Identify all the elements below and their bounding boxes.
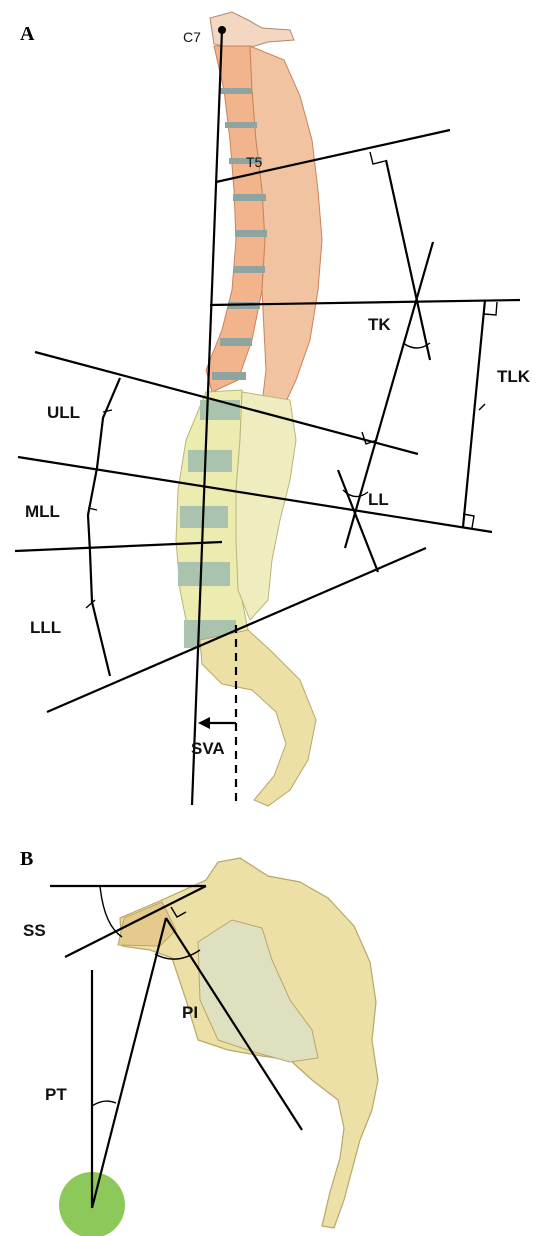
hip-axis-line	[92, 918, 166, 1208]
pt-angle-arc	[92, 1101, 116, 1106]
label-tk: TK	[368, 315, 391, 334]
ull-tick	[103, 410, 112, 412]
label-ll: LL	[368, 490, 389, 509]
tlk-right-angle-top	[484, 302, 497, 315]
lumbar-processes	[236, 392, 296, 620]
label-c7: C7	[183, 29, 201, 45]
tk-perpendicular-lower	[345, 242, 433, 548]
tlk-bracket-line	[463, 300, 485, 527]
c7-point	[218, 26, 226, 34]
label-ss: SS	[23, 921, 46, 940]
pelvis-illustration	[118, 858, 378, 1228]
label-pi: PI	[182, 1003, 198, 1022]
ll-perpendicular	[338, 470, 378, 572]
sacrum-coccyx	[200, 630, 316, 806]
label-ull: ULL	[47, 403, 80, 422]
label-sva: SVA	[191, 739, 225, 758]
label-lll: LLL	[30, 618, 61, 637]
segmental-lordosis-line	[88, 378, 120, 676]
sva-arrow-head	[198, 717, 210, 729]
panel-a-letter: A	[20, 23, 35, 45]
tlk-tick	[479, 404, 485, 410]
panel-b-letter: B	[20, 848, 33, 870]
label-tlk: TLK	[497, 367, 531, 386]
label-pt: PT	[45, 1085, 67, 1104]
label-mll: MLL	[25, 502, 60, 521]
label-t5: T5	[246, 154, 263, 170]
tk-right-angle-mark	[370, 152, 385, 164]
